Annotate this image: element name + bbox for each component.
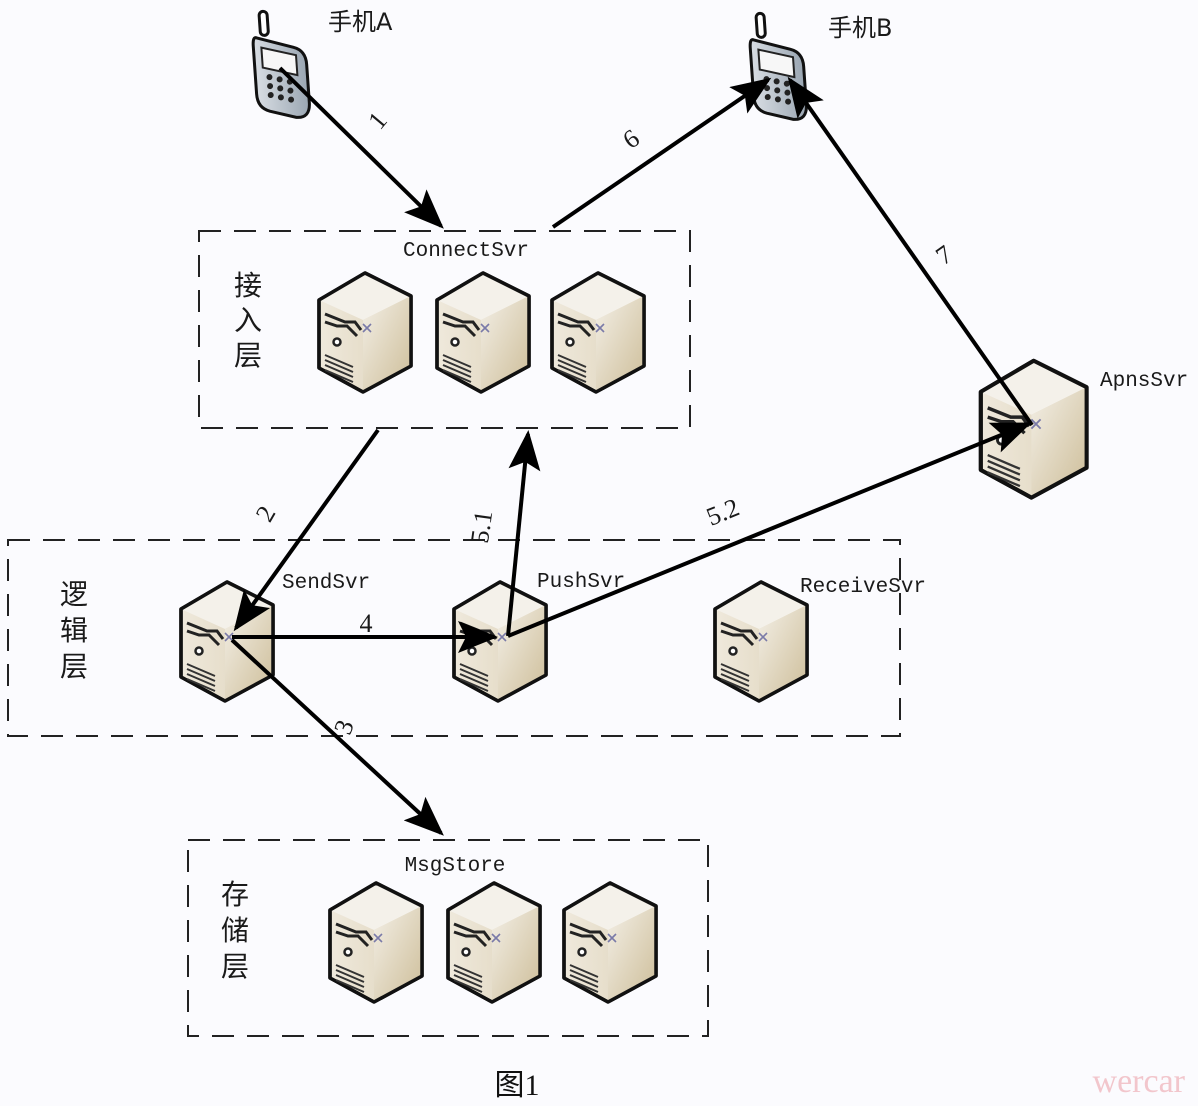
pushsvr-server-icon bbox=[452, 580, 548, 703]
step-label-7: 7 bbox=[930, 239, 957, 270]
flow-arrow-7 bbox=[787, 76, 1034, 427]
step-label-5-2: 5.2 bbox=[702, 493, 743, 532]
flow-arrow-6 bbox=[551, 77, 772, 229]
step-label-4: 4 bbox=[360, 609, 373, 638]
step-label-2: 2 bbox=[250, 501, 282, 527]
logic-layer-box bbox=[7, 539, 901, 737]
msgstore-server-icon bbox=[562, 881, 658, 1004]
sendsvr-server-icon bbox=[179, 580, 275, 703]
layer-char: 层 bbox=[60, 650, 88, 683]
msgstore-label: MsgStore bbox=[405, 855, 506, 878]
step-label-1: 1 bbox=[362, 106, 393, 135]
access-layer-name: 接 入 层 bbox=[234, 269, 262, 372]
msgstore-server-icon bbox=[446, 881, 542, 1004]
flow-arrow-1 bbox=[278, 66, 444, 229]
layer-char: 层 bbox=[234, 339, 262, 372]
msgstore-server-icon bbox=[328, 881, 424, 1004]
storage-layer-name: 存 储 层 bbox=[221, 878, 249, 983]
phone-a-icon bbox=[249, 7, 312, 122]
layer-char: 逻 bbox=[60, 578, 88, 611]
connectsvr-server-icon bbox=[317, 271, 413, 394]
receivesvr-server-icon bbox=[713, 580, 809, 703]
storage-layer-box bbox=[187, 839, 709, 1037]
sendsvr-label: SendSvr bbox=[282, 572, 370, 595]
pushsvr-label: PushSvr bbox=[537, 571, 625, 594]
flow-arrow-2 bbox=[233, 428, 380, 632]
connectsvr-server-icon bbox=[550, 271, 646, 394]
layer-char: 入 bbox=[234, 304, 262, 337]
access-layer-box bbox=[198, 230, 691, 429]
flow-arrow-3 bbox=[230, 638, 444, 836]
phone-b-icon bbox=[746, 9, 809, 124]
flow-arrow-5-1 bbox=[506, 430, 541, 637]
step-label-5-1: 5.1 bbox=[465, 509, 498, 545]
layer-char: 存 bbox=[221, 878, 249, 911]
watermark: wercar bbox=[1093, 1063, 1186, 1100]
flow-arrow-5-2 bbox=[507, 422, 1032, 638]
receivesvr-label: ReceiveSvr bbox=[800, 576, 926, 599]
connectsvr-label: ConnectSvr bbox=[403, 240, 529, 263]
layer-char: 储 bbox=[221, 914, 249, 947]
figure-caption: 图1 bbox=[495, 1069, 540, 1102]
apnssvr-label: ApnsSvr bbox=[1100, 370, 1188, 393]
apnssvr-server-icon bbox=[981, 361, 1087, 498]
phone-a-label: 手机A bbox=[328, 8, 393, 36]
phone-b-label: 手机B bbox=[828, 14, 892, 42]
layer-char: 辑 bbox=[60, 614, 88, 647]
step-label-6: 6 bbox=[617, 123, 644, 154]
layer-char: 层 bbox=[221, 950, 249, 983]
layer-char: 接 bbox=[234, 269, 262, 302]
logic-layer-name: 逻 辑 层 bbox=[60, 578, 88, 683]
connectsvr-server-icon bbox=[435, 271, 531, 394]
